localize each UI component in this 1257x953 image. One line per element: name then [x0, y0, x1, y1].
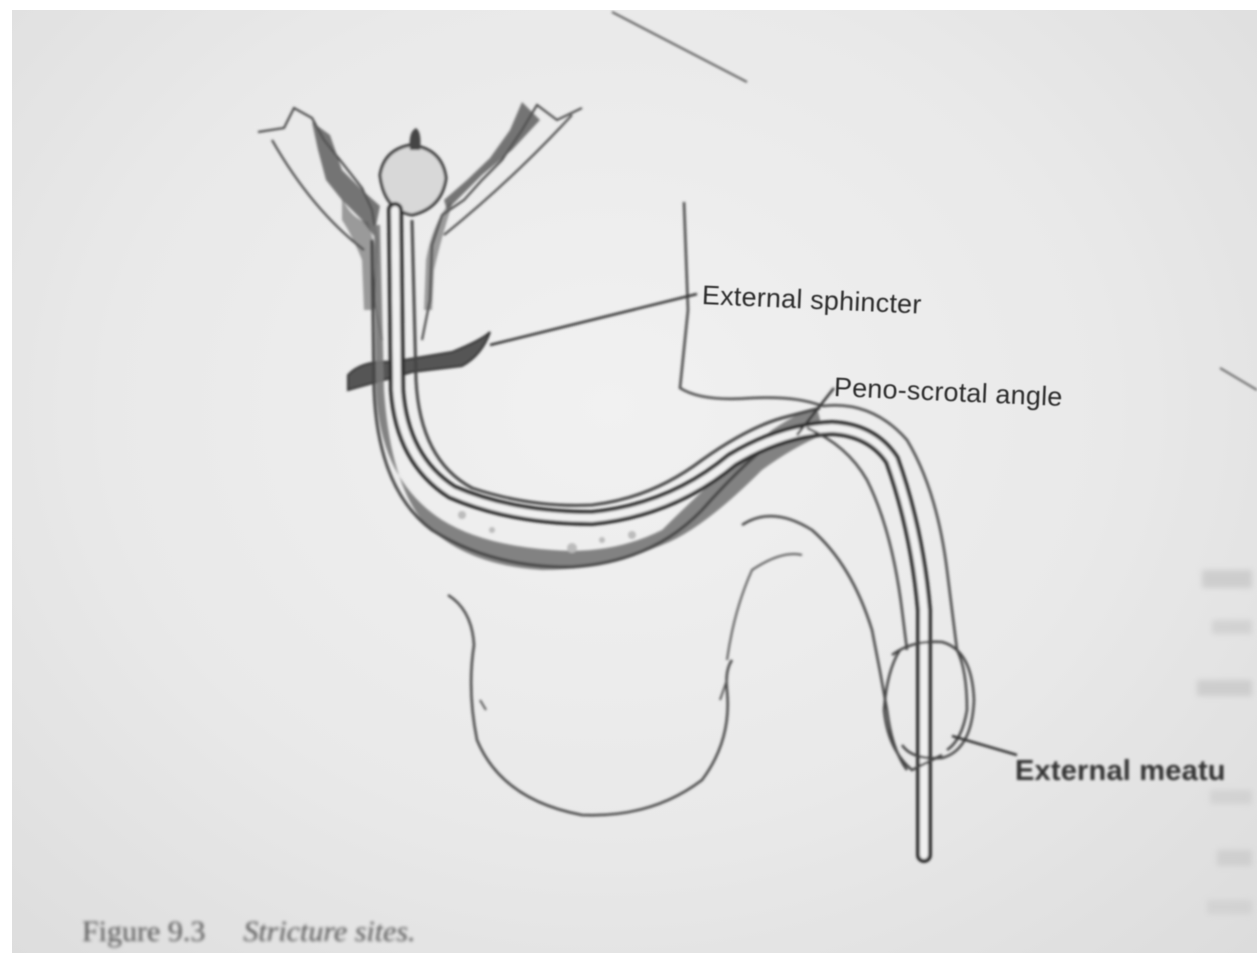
figure-title: Stricture sites. — [243, 915, 415, 948]
show-through-marks — [1197, 570, 1252, 914]
urethra-diagram — [12, 10, 1257, 953]
external-sphincter-band — [348, 332, 490, 390]
scanned-page: External sphincter Peno-scrotal angle Ex… — [12, 10, 1257, 953]
stray-lines — [612, 12, 1257, 390]
scrotum-outline — [448, 595, 732, 815]
leader-external-sphincter — [490, 294, 697, 345]
figure-number: Figure 9.3 — [82, 915, 205, 948]
prostatic-mound — [380, 128, 446, 215]
label-external-meatus: External meatu — [1015, 755, 1226, 788]
figure-caption: Figure 9.3 Stricture sites. — [82, 915, 416, 949]
